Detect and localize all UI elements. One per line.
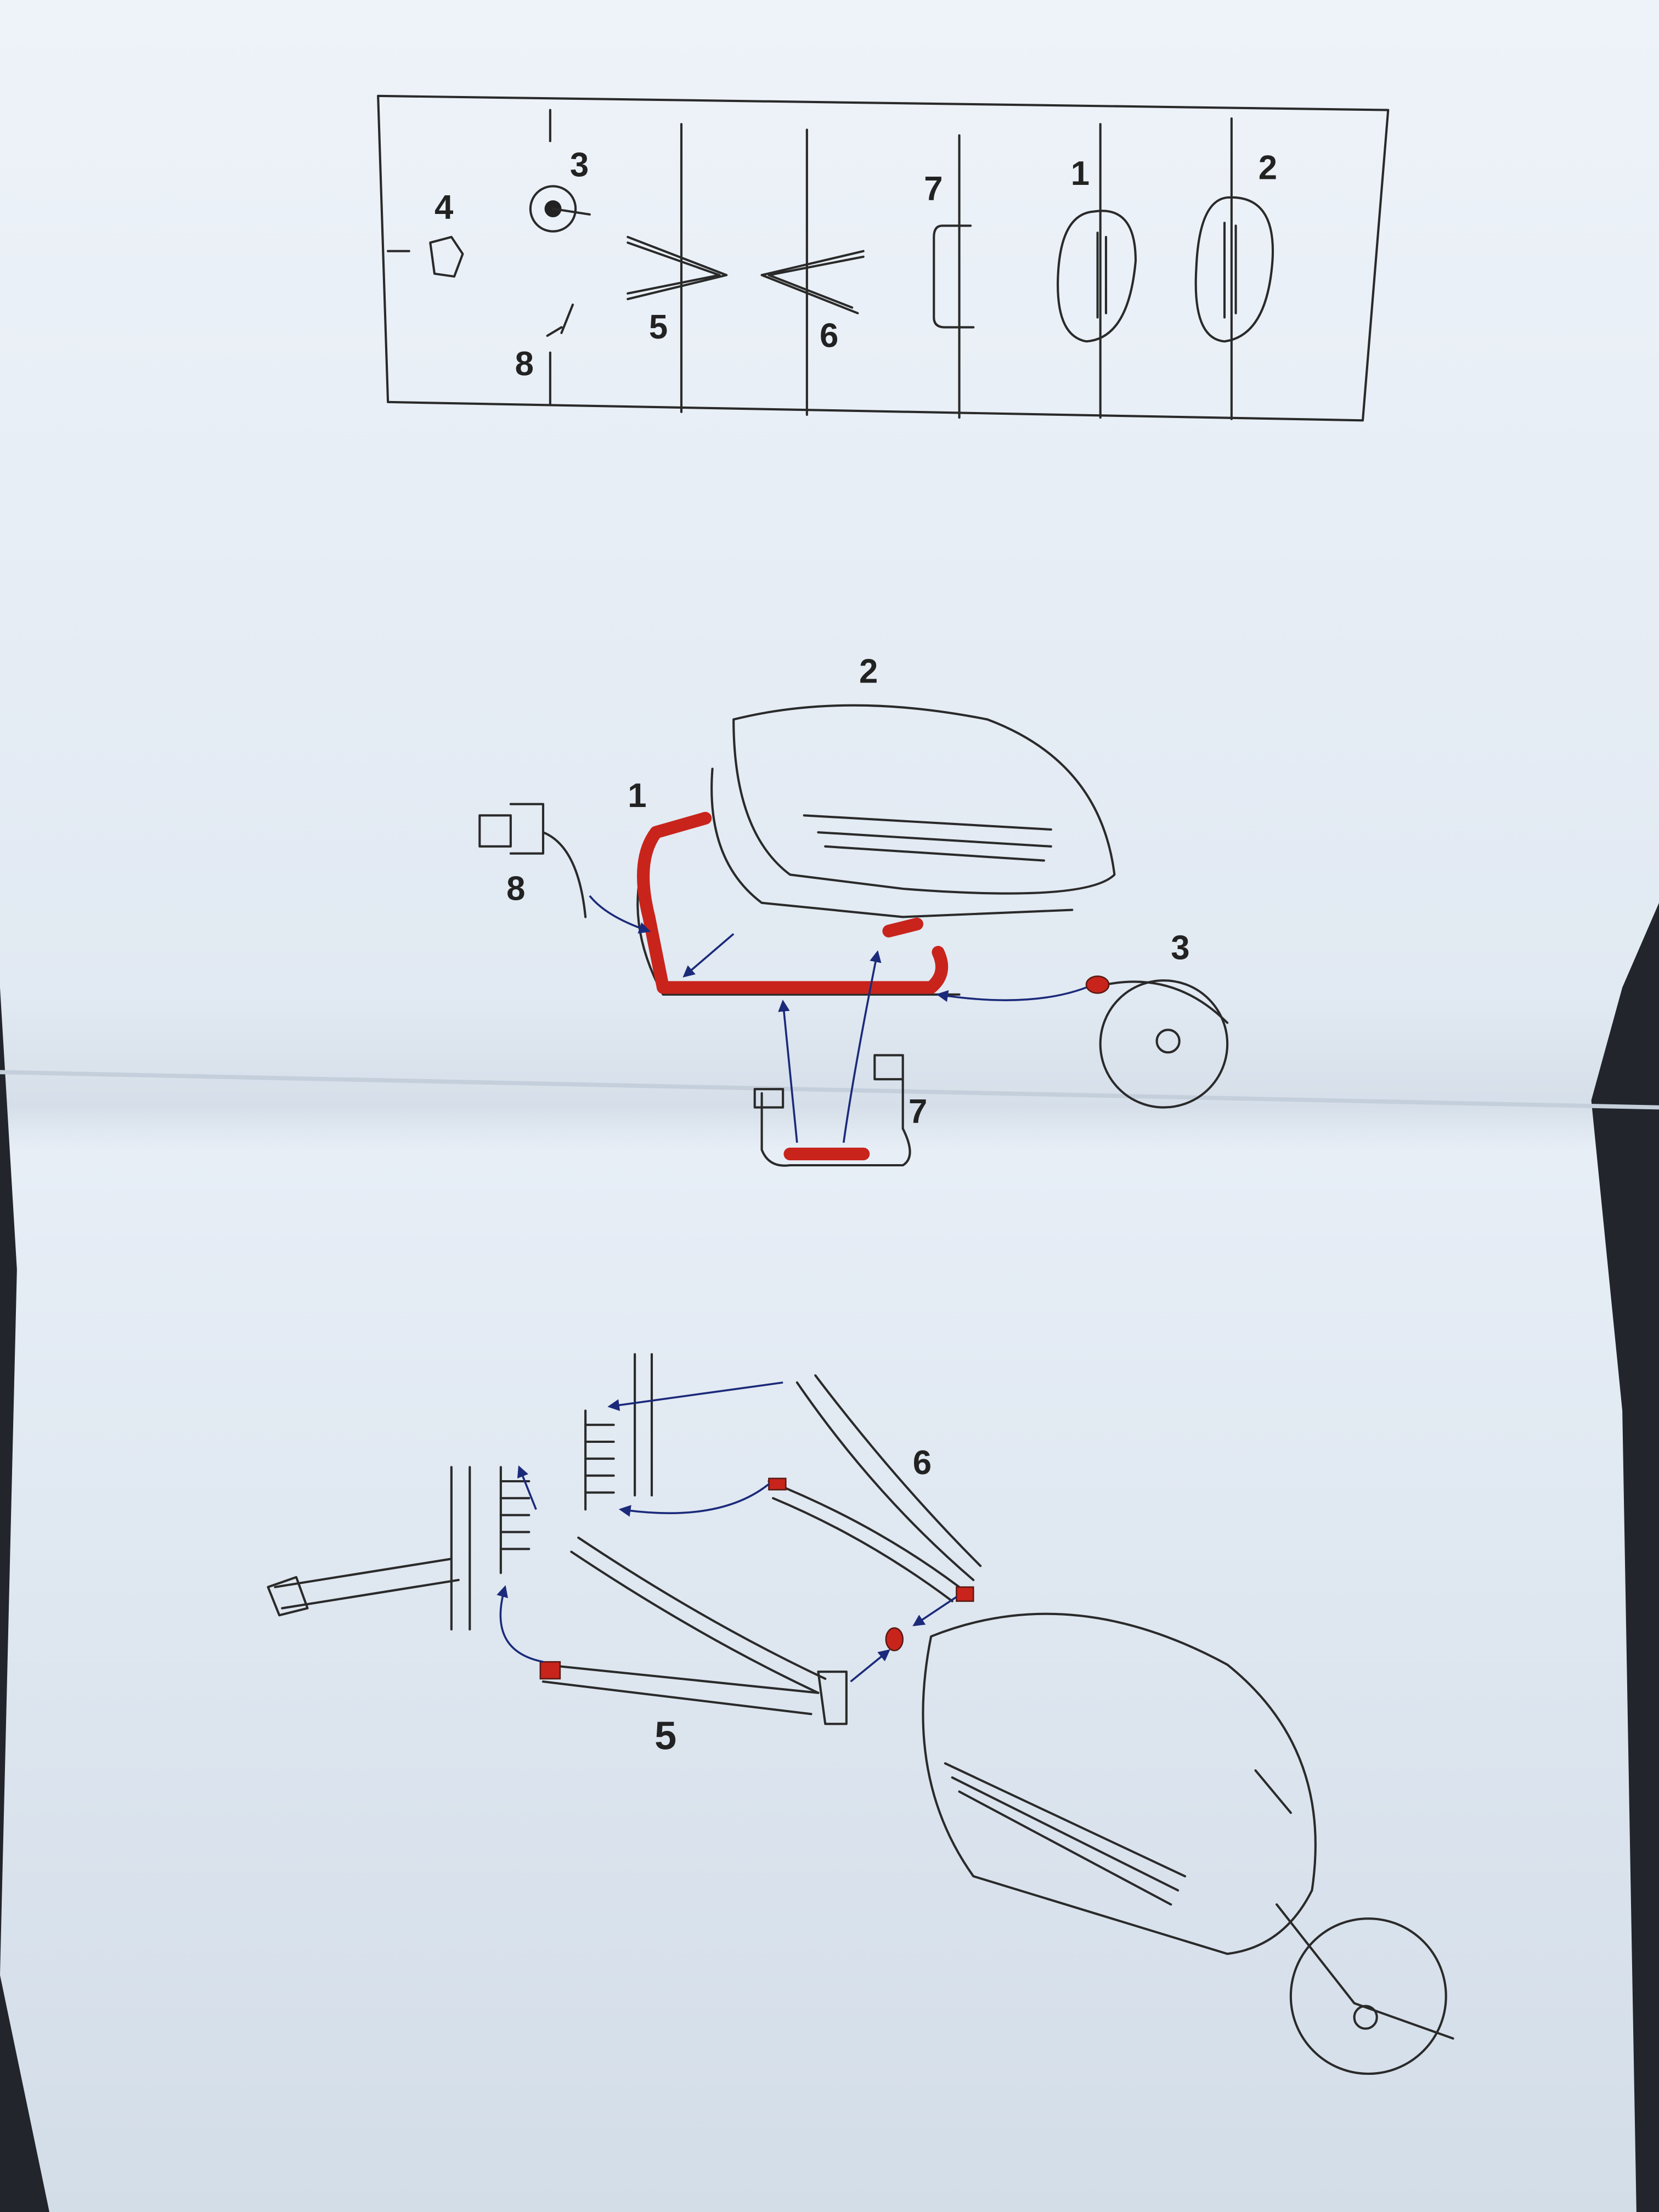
assembly-step-2: 6 5 (267, 1353, 1454, 2075)
frame-highlight (637, 811, 949, 994)
label-part-2: 2 (1259, 149, 1277, 187)
label-step1-part-1: 1 (628, 777, 646, 815)
part-6-arm-icon (760, 250, 865, 314)
label-part-4: 4 (435, 189, 453, 227)
assembly-step-1: 2 1 8 3 7 (478, 653, 1229, 1167)
label-part-6: 6 (820, 317, 838, 355)
label-part-5: 5 (649, 308, 668, 346)
label-step1-part-8: 8 (506, 870, 525, 908)
part-7-bracket-icon (933, 224, 975, 329)
label-step1-part-3: 3 (1171, 929, 1189, 967)
label-part-3: 3 (570, 146, 589, 184)
bike-hitch (267, 1353, 653, 1631)
parts-table: 4 3 8 5 6 7 1 2 (377, 94, 1390, 422)
label-step2-part-5: 5 (654, 1714, 676, 1758)
part-2-case-icon (1194, 196, 1274, 343)
label-step1-part-7: 7 (909, 1093, 927, 1131)
label-step1-part-2: 2 (859, 653, 878, 691)
fold-line (0, 1070, 1659, 1110)
part-8-bolt-icon (546, 303, 574, 337)
label-part-7: 7 (924, 170, 943, 208)
wheel-part-3 (1085, 975, 1229, 1109)
part-4-nut-icon (429, 235, 464, 278)
arm-part-6 (768, 1374, 982, 1602)
part-1-frame-icon (1057, 210, 1137, 343)
part-3-wheel-hub-icon (529, 185, 591, 233)
bracket-part-7 (753, 1054, 911, 1167)
label-part-8: 8 (515, 345, 534, 383)
trailer (885, 1612, 1454, 2075)
handle-part-8 (478, 803, 587, 918)
label-step2-part-6: 6 (913, 1444, 932, 1482)
arm-part-5 (539, 1536, 848, 1725)
label-part-1: 1 (1071, 155, 1090, 193)
part-5-arm-icon (627, 235, 728, 301)
